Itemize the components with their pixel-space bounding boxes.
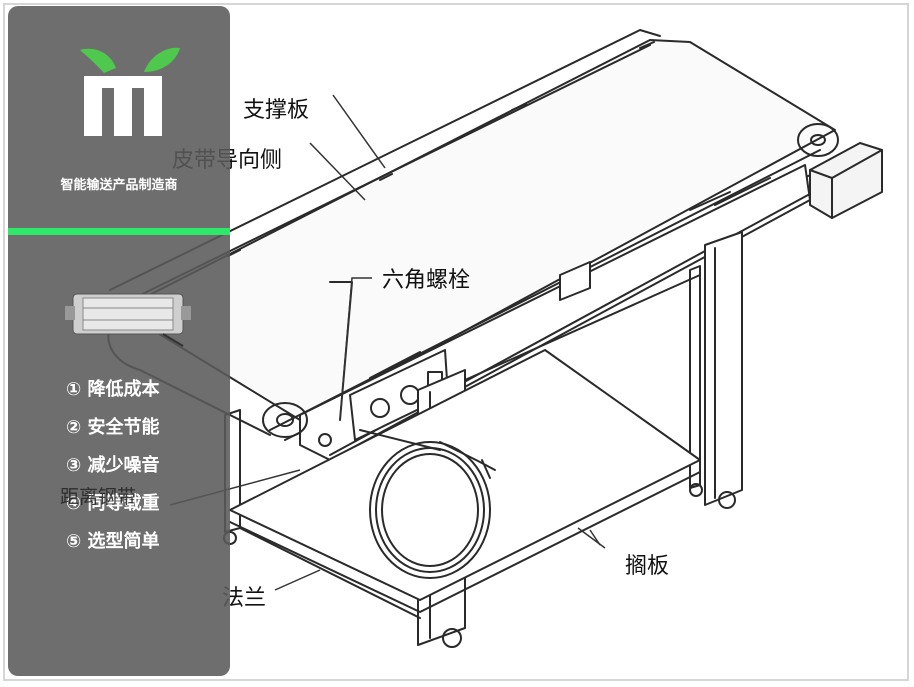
feature-item: ③ 减少噪音	[66, 455, 160, 476]
brand-sidebar: 智能输送产品制造商 ① 降低成本 ② 安全节能 ③ 减少噪音 ④ 同等载重 ⑤ …	[8, 6, 230, 676]
feature-item: ① 降低成本	[66, 379, 160, 400]
callout-distance-behind: 距离钢带	[60, 486, 137, 508]
callout-hex-bolt: 六角螺栓	[382, 268, 471, 293]
feature-item: ⑤ 选型简单	[66, 531, 160, 552]
brand-tagline: 智能输送产品制造商	[60, 178, 178, 193]
callout-shelf: 搁板	[625, 554, 670, 579]
feature-item: ④ 同等载重	[66, 493, 160, 514]
roller-thumbnail	[65, 293, 191, 347]
conveyor-line-art	[107, 29, 883, 648]
feature-item: ② 安全节能	[66, 417, 160, 438]
callout-support-plate: 支撑板	[243, 98, 310, 123]
feature-list: ① 降低成本 ② 安全节能 ③ 减少噪音 ④ 同等载重 ⑤ 选型简单	[66, 378, 160, 568]
accent-bar	[8, 228, 230, 235]
leaf-logo-icon	[80, 47, 180, 136]
